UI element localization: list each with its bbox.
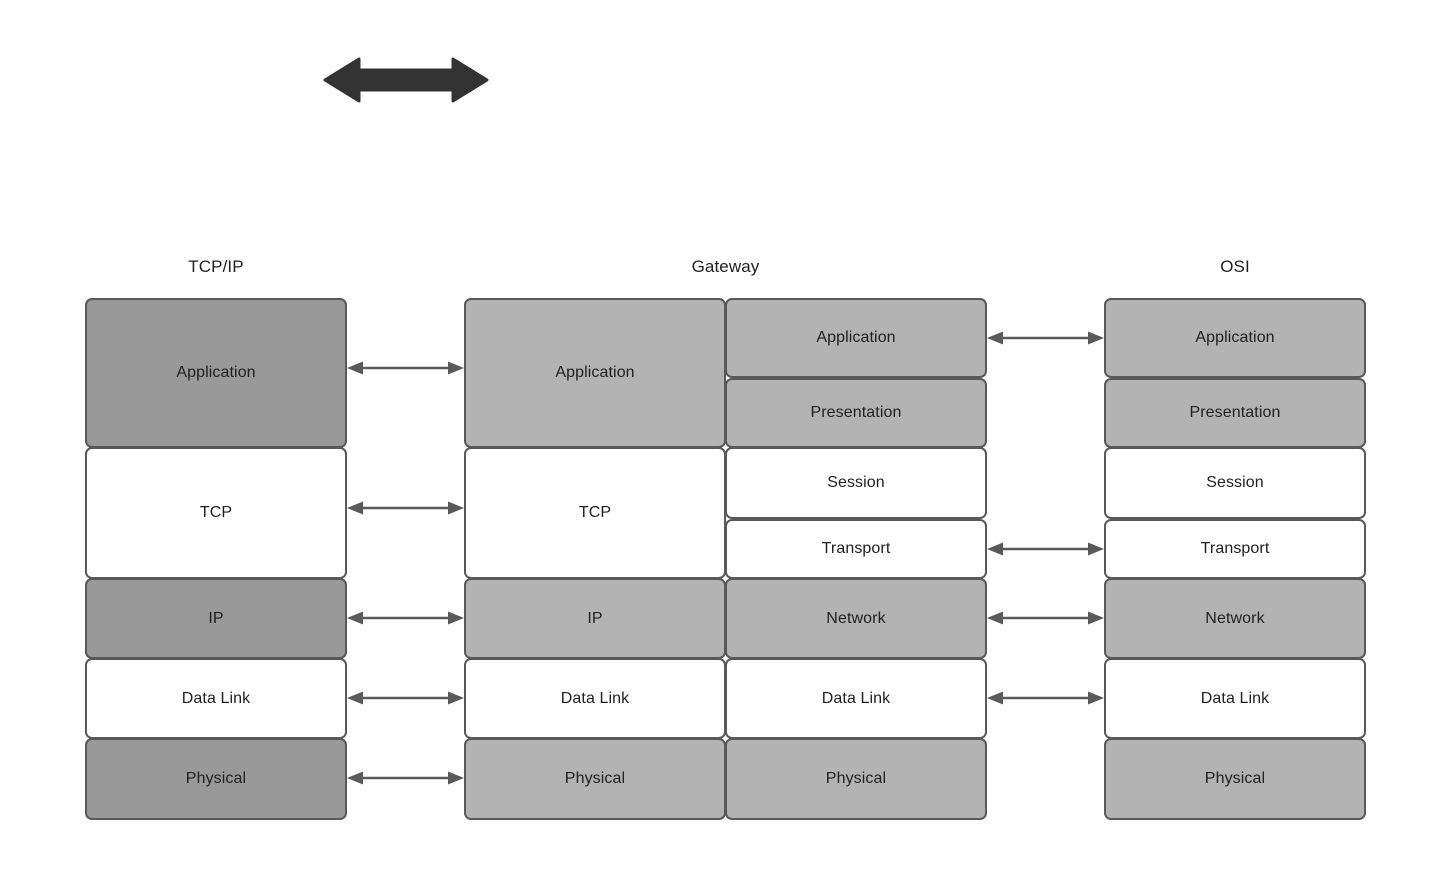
gateway-left-layer-ip[interactable]: IP — [464, 578, 726, 659]
gateway-right-layer-transport[interactable]: Transport — [725, 519, 987, 579]
bidirectional-flow-arrow-icon — [323, 55, 489, 105]
tcpip-layer-data-link[interactable]: Data Link — [85, 658, 347, 739]
connector-tcpip-gateway-physical — [347, 768, 464, 788]
column-title-gateway: Gateway — [691, 257, 760, 276]
tcpip-layer-application[interactable]: Application — [85, 298, 347, 448]
column-title-osi: OSI — [1220, 257, 1250, 276]
column-title-tcpip: TCP/IP — [188, 257, 244, 276]
osi-layer-presentation[interactable]: Presentation — [1104, 378, 1366, 448]
connector-gateway-osi-application — [987, 328, 1104, 348]
tcpip-layer-tcp[interactable]: TCP — [85, 447, 347, 579]
connector-tcpip-gateway-ip — [347, 608, 464, 628]
gateway-left-layer-application[interactable]: Application — [464, 298, 726, 448]
gateway-right-layer-data-link[interactable]: Data Link — [725, 658, 987, 739]
gateway-right-layer-network[interactable]: Network — [725, 578, 987, 659]
connector-tcpip-gateway-application — [347, 358, 464, 378]
osi-layer-transport[interactable]: Transport — [1104, 519, 1366, 579]
osi-layer-application[interactable]: Application — [1104, 298, 1366, 378]
connector-gateway-osi-data-link — [987, 688, 1104, 708]
tcpip-layer-ip[interactable]: IP — [85, 578, 347, 659]
connector-gateway-osi-transport — [987, 539, 1104, 559]
osi-layer-data-link[interactable]: Data Link — [1104, 658, 1366, 739]
connector-tcpip-gateway-tcp — [347, 498, 464, 518]
osi-layer-session[interactable]: Session — [1104, 447, 1366, 519]
gateway-left-layer-data-link[interactable]: Data Link — [464, 658, 726, 739]
osi-layer-network[interactable]: Network — [1104, 578, 1366, 659]
gateway-right-layer-presentation[interactable]: Presentation — [725, 378, 987, 448]
connector-gateway-osi-network — [987, 608, 1104, 628]
tcpip-layer-physical[interactable]: Physical — [85, 738, 347, 820]
gateway-right-layer-application[interactable]: Application — [725, 298, 987, 378]
gateway-right-layer-session[interactable]: Session — [725, 447, 987, 519]
gateway-left-layer-tcp[interactable]: TCP — [464, 447, 726, 579]
osi-layer-physical[interactable]: Physical — [1104, 738, 1366, 820]
gateway-right-layer-physical[interactable]: Physical — [725, 738, 987, 820]
gateway-left-layer-physical[interactable]: Physical — [464, 738, 726, 820]
connector-tcpip-gateway-data-link — [347, 688, 464, 708]
